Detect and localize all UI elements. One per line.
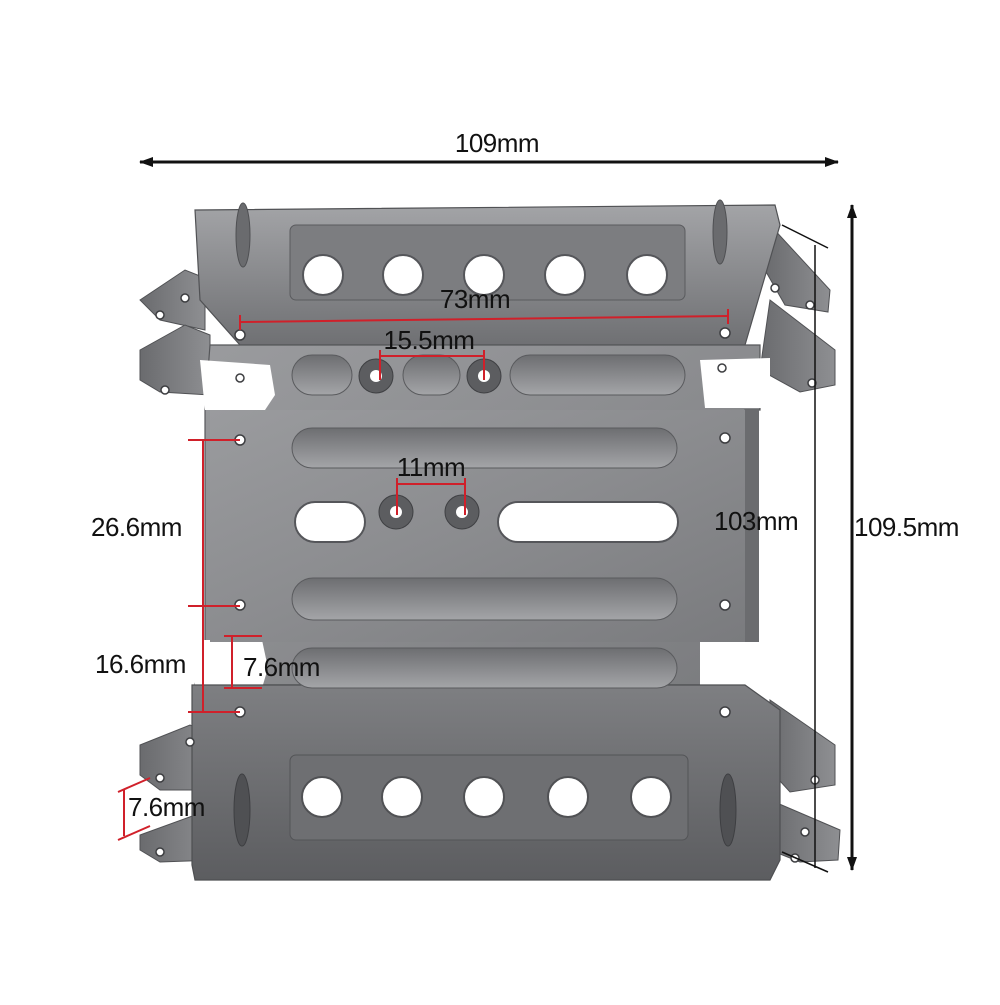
- right-notch-lower: [700, 640, 770, 688]
- left-lower-spacing-label: 16.6mm: [95, 649, 186, 679]
- overall-height-label: 109.5mm: [854, 512, 959, 542]
- bottom-bracket-holes: [301, 776, 672, 818]
- upper-screw-spacing-dimension: 15.5mm: [379, 325, 485, 380]
- overall-width-dimension: 109mm: [139, 128, 839, 167]
- lower-screw-spacing-label: 11mm: [397, 452, 465, 482]
- upper-screw-spacing-label: 15.5mm: [384, 325, 475, 355]
- plate-side-edge: [745, 410, 759, 642]
- right-notch-upper: [700, 358, 770, 408]
- top-bracket-holes: [302, 254, 668, 296]
- overall-width-label: 109mm: [455, 128, 539, 158]
- foot-thickness-dimension: 7.6mm: [117, 777, 205, 841]
- foot-thickness-label: 7.6mm: [128, 792, 205, 822]
- left-notch-upper: [200, 360, 275, 410]
- top-hole-spacing-dimension: 73mm: [239, 284, 729, 330]
- left-mount-spacing-label: 26.6mm: [91, 512, 182, 542]
- left-mount-spacing-dimension: 26.6mm 16.6mm: [91, 439, 240, 713]
- left-upper-tab-1: [139, 269, 206, 331]
- overall-height-dimension: 109.5mm: [847, 204, 959, 871]
- long-slots: [291, 427, 678, 689]
- skid-plate-part: [139, 199, 841, 881]
- small-mounting-holes: [155, 283, 820, 863]
- top-hole-spacing-label: 73mm: [440, 284, 510, 314]
- inner-height-dimension: 103mm: [714, 224, 829, 873]
- bracket-grooves: [233, 199, 737, 847]
- upper-slot-row: [291, 354, 686, 396]
- left-upper-tab-2: [139, 324, 211, 396]
- through-slots: [294, 501, 679, 543]
- notch-depth-dimension: 7.6mm: [224, 635, 320, 689]
- notch-depth-label: 7.6mm: [243, 652, 320, 682]
- lower-screw-spacing-dimension: 11mm: [396, 452, 466, 515]
- right-upper-tab-2: [759, 299, 836, 393]
- inner-height-label: 103mm: [714, 506, 798, 536]
